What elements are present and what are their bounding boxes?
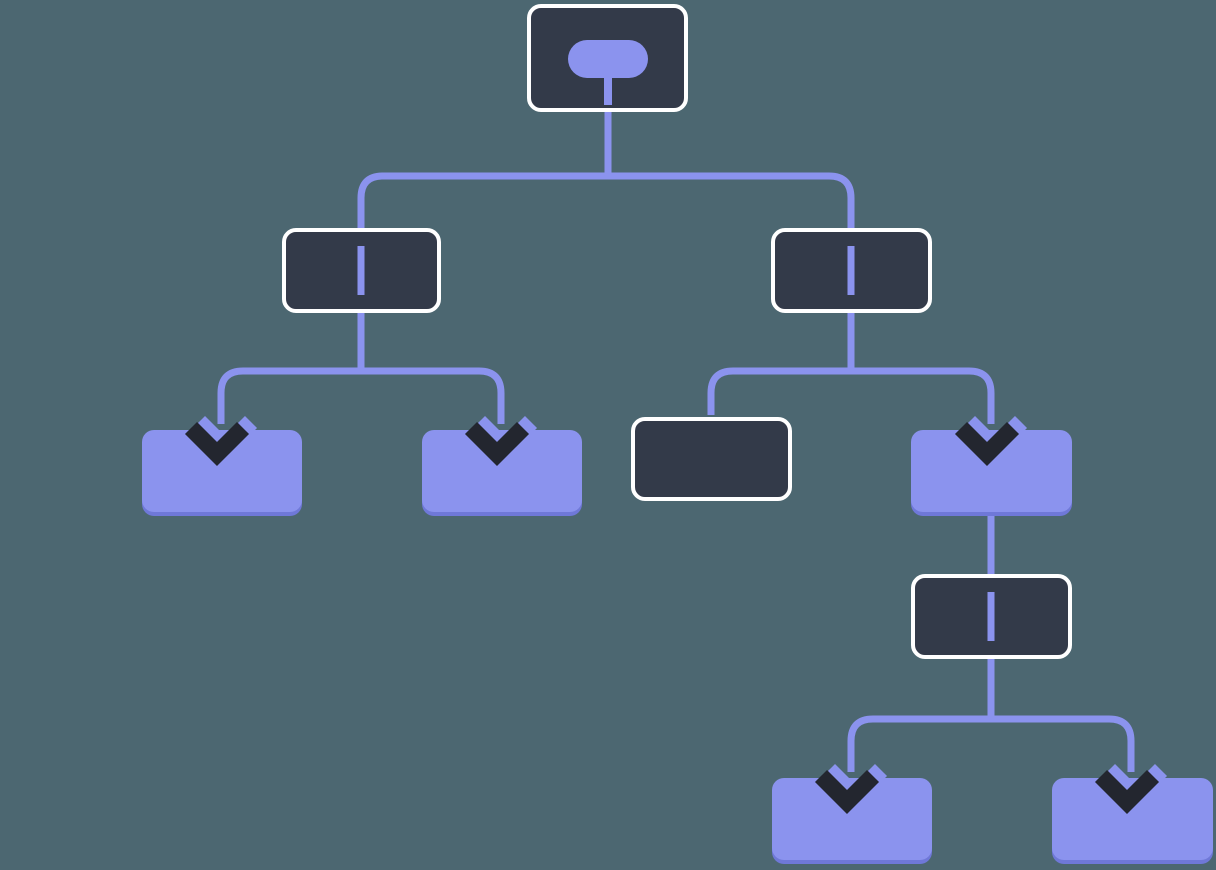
level3-leaf-b[interactable] bbox=[422, 430, 582, 516]
node-body bbox=[631, 417, 792, 501]
edge-level4-to-leaf-a bbox=[847, 715, 991, 772]
chevron-shadow bbox=[814, 769, 880, 815]
node-body bbox=[772, 778, 932, 860]
node-body bbox=[422, 430, 582, 512]
chevron-shadow bbox=[184, 421, 250, 467]
chevron-shadow bbox=[464, 421, 530, 467]
down-chevron-icon bbox=[954, 415, 1028, 467]
edge-level2-right-to-leaf-d bbox=[851, 367, 995, 424]
node-body bbox=[142, 430, 302, 512]
level5-leaf-b[interactable] bbox=[1052, 778, 1213, 864]
edge-root-to-level2-left bbox=[357, 172, 608, 228]
node-body bbox=[1052, 778, 1213, 860]
edge-level2-right-to-dark-node bbox=[707, 367, 851, 415]
pill-stem bbox=[604, 60, 612, 105]
arrowheads-layer bbox=[184, 415, 1168, 815]
node-body bbox=[911, 430, 1072, 512]
down-chevron-icon bbox=[814, 763, 888, 815]
down-chevron-icon bbox=[1094, 763, 1168, 815]
node-through-lines-layer bbox=[357, 246, 995, 641]
chevron-shadow bbox=[1094, 769, 1160, 815]
nodes-layer bbox=[142, 4, 1213, 864]
level3-leaf-d[interactable] bbox=[911, 430, 1072, 516]
down-chevron-icon bbox=[464, 415, 538, 467]
pill-badge bbox=[568, 40, 648, 78]
edge-level2-left-to-leaf-a bbox=[217, 367, 361, 424]
root-node[interactable] bbox=[527, 4, 688, 112]
edge-level4-to-leaf-b bbox=[991, 715, 1135, 772]
level5-leaf-a[interactable] bbox=[772, 778, 932, 864]
level3-leaf-a[interactable] bbox=[142, 430, 302, 516]
chevron-shadow bbox=[954, 421, 1020, 467]
edges-layer bbox=[217, 112, 1135, 772]
down-chevron-icon bbox=[184, 415, 258, 467]
level3-dark-node[interactable] bbox=[631, 417, 792, 501]
edge-root-to-level2-right bbox=[608, 172, 855, 228]
edge-level2-left-to-leaf-b bbox=[361, 367, 505, 424]
